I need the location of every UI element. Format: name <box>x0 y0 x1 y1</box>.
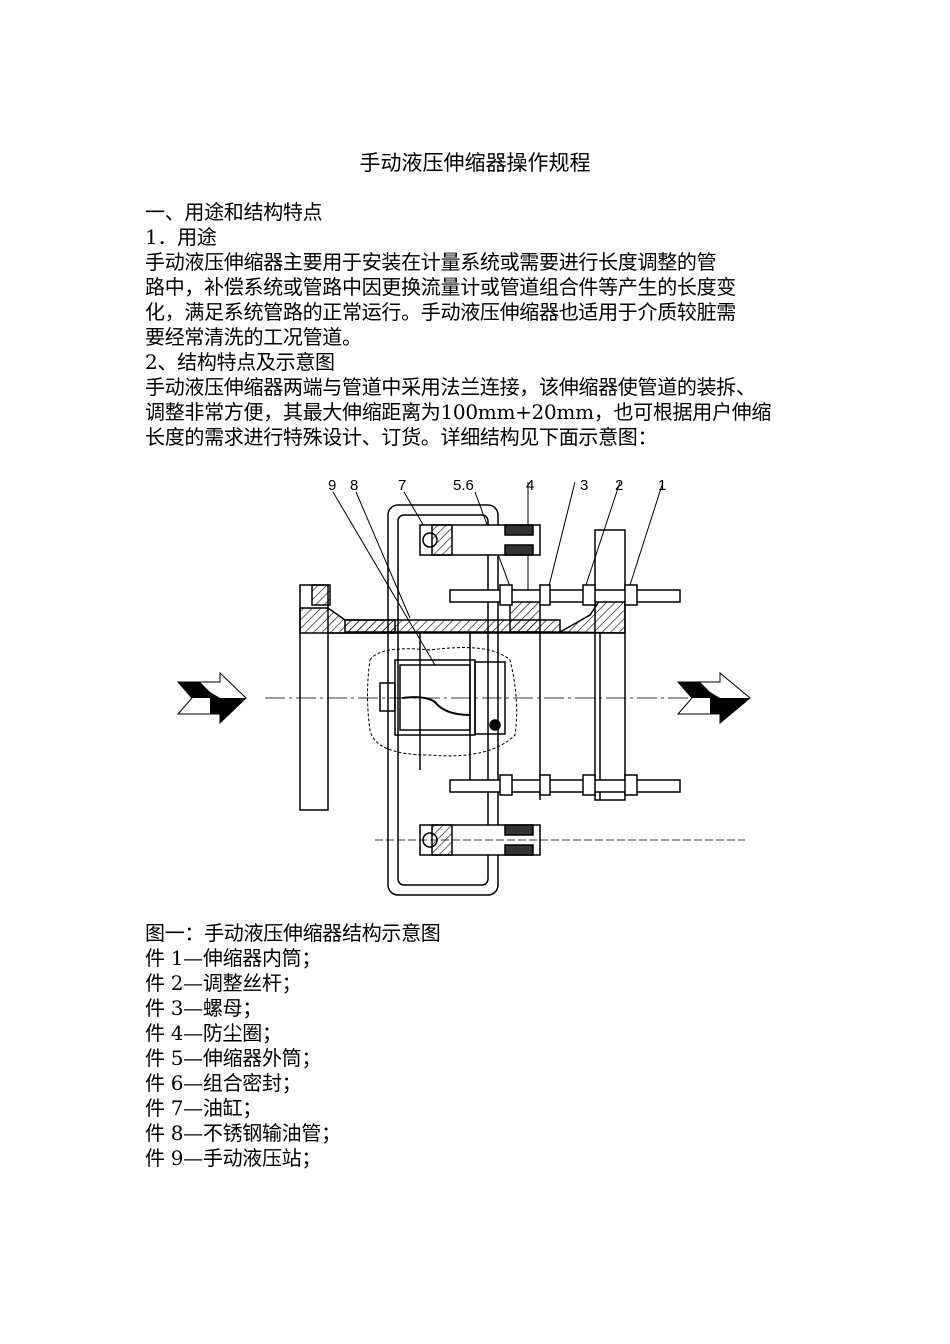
structure-paragraph-line: 手动液压伸缩器两端与管道中采用法兰连接，该伸缩器使管道的装拆、 <box>145 375 756 399</box>
part-item: 件 5—伸缩器外筒； <box>145 1046 322 1070</box>
part-item: 件 4—防尘圈； <box>145 1021 282 1045</box>
subheading-usage: 1．用途 <box>145 225 217 249</box>
label-4: 4 <box>526 477 534 494</box>
document-title: 手动液压伸缩器操作规程 <box>359 151 591 175</box>
subheading-structure: 2、结构特点及示意图 <box>145 350 335 374</box>
part-item: 件 7—油缸； <box>145 1096 262 1120</box>
flow-arrow-left-icon <box>176 671 247 725</box>
section-heading: 一、用途和结构特点 <box>145 200 323 224</box>
part-item: 件 2—调整丝杆； <box>145 971 302 995</box>
part-item: 件 6—组合密封； <box>145 1071 302 1095</box>
part-item: 件 8—不锈钢输油管； <box>145 1121 341 1145</box>
usage-paragraph-line: 化，满足系统管路的正常运行。手动液压伸缩器也适用于介质较脏需 <box>145 300 736 324</box>
usage-paragraph-line: 手动液压伸缩器主要用于安装在计量系统或需要进行长度调整的管 <box>145 250 717 274</box>
usage-paragraph-line: 路中，补偿系统或管路中因更换流量计或管道组合件等产生的长度变 <box>145 275 736 299</box>
structure-paragraph-line: 调整非常方便，其最大伸缩距离为100mm+20mm，也可根据用户伸缩 <box>145 400 772 424</box>
part-item: 件 3—螺母； <box>145 996 262 1020</box>
part-item: 件 1—伸缩器内筒； <box>145 946 322 970</box>
label-8: 8 <box>350 477 358 494</box>
structure-paragraph-line: 长度的需求进行特殊设计、订货。详细结构见下面示意图： <box>145 425 658 449</box>
structure-diagram: 9 8 7 5.6 4 3 2 1 <box>176 477 751 896</box>
usage-paragraph-line: 要经常清洗的工况管道。 <box>145 325 362 349</box>
label-9: 9 <box>328 477 336 494</box>
label-7: 7 <box>398 477 406 494</box>
figure-caption: 图一：手动液压伸缩器结构示意图 <box>145 921 441 945</box>
label-5-6: 5.6 <box>453 477 474 494</box>
label-3: 3 <box>580 477 588 494</box>
part-item: 件 9—手动液压站； <box>145 1146 322 1170</box>
flow-arrow-right-icon <box>676 671 751 725</box>
